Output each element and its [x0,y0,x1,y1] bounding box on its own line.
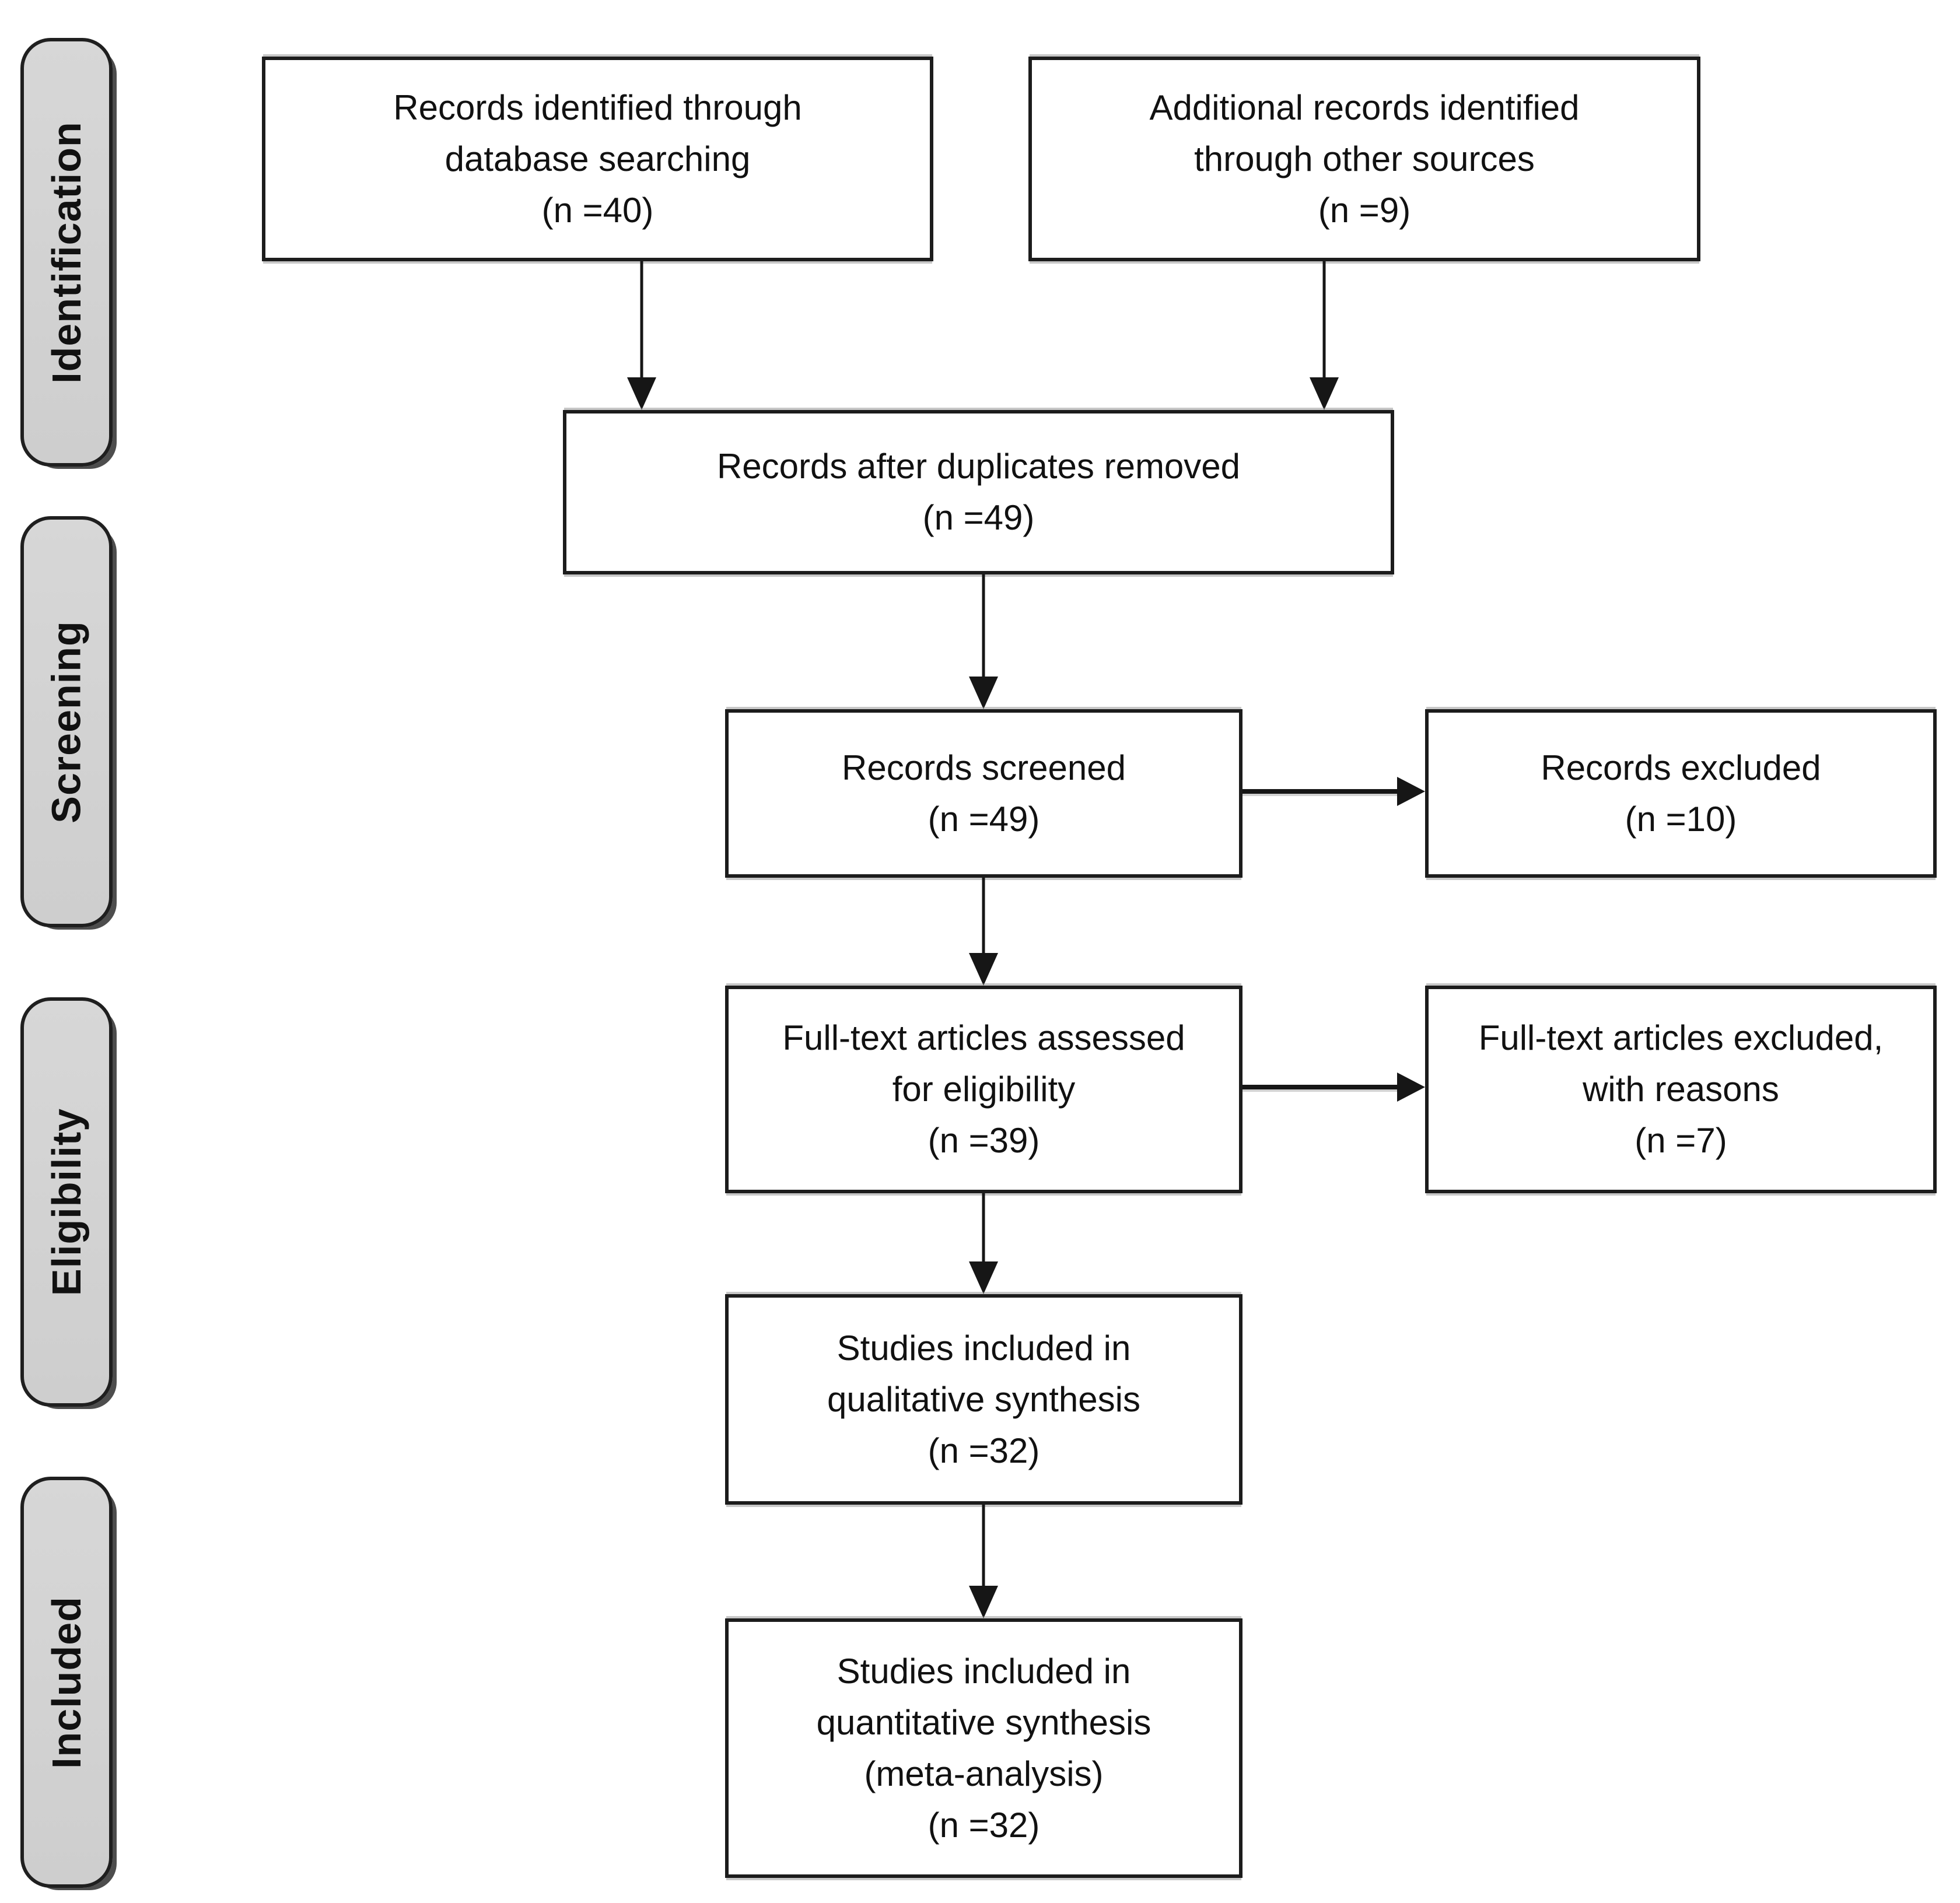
arrow-line [1322,261,1326,381]
node-additional-records: Additional records identified through ot… [1028,57,1700,261]
node-records-excluded: Records excluded (n =10) [1425,709,1937,878]
node-after-duplicates-text: Records after duplicates removed [716,447,1241,486]
arrow-additional-records-to-after-duplicates [1309,261,1339,410]
node-records-excluded-count: (n =10) [1625,799,1737,839]
node-records-identified-text: Records identified through database sear… [393,87,802,178]
arrowhead-down-icon [1310,377,1339,410]
arrow-fulltext-to-qualitative [968,1193,999,1294]
arrow-records-identified-to-after-duplicates [626,261,657,410]
arrow-line [982,574,985,680]
arrow-qualitative-to-quantitative [968,1505,999,1618]
node-fulltext-assessed-count: (n =39) [928,1121,1040,1160]
arrow-line [1242,789,1399,794]
node-records-excluded-text: Records excluded [1541,748,1821,787]
arrowhead-down-icon [969,1586,998,1618]
stage-screening: Screening [20,516,113,927]
stage-identification-label: Identification [44,121,89,384]
arrowhead-down-icon [969,1261,998,1294]
arrow-after-duplicates-to-screened [968,574,999,709]
node-records-identified: Records identified through database sear… [262,57,933,261]
node-after-duplicates-count: (n =49) [922,498,1035,537]
arrow-line [1242,1085,1399,1089]
stage-eligibility: Eligibility [20,997,113,1407]
arrowhead-right-icon [1397,777,1425,806]
stage-identification: Identification [20,38,113,467]
node-records-screened-text: Records screened [842,748,1126,787]
arrow-line [982,1505,985,1589]
arrowhead-down-icon [627,377,656,410]
arrow-fulltext-to-excluded [1242,1072,1425,1102]
node-quantitative-included-text: Studies included in quantitative synthes… [816,1651,1152,1793]
node-additional-records-text: Additional records identified through ot… [1149,87,1580,178]
node-records-screened: Records screened (n =49) [725,709,1242,878]
node-additional-records-count: (n =9) [1318,190,1411,230]
node-fulltext-excluded-count: (n =7) [1634,1121,1727,1160]
stage-included: Included [20,1477,113,1888]
node-qualitative-included-count: (n =32) [928,1431,1040,1470]
arrowhead-right-icon [1397,1073,1425,1102]
node-fulltext-assessed: Full-text articles assessed for eligibil… [725,986,1242,1193]
node-quantitative-included: Studies included in quantitative synthes… [725,1618,1242,1878]
stage-screening-label: Screening [44,620,90,823]
arrowhead-down-icon [969,677,998,709]
stage-included-label: Included [44,1596,90,1769]
node-after-duplicates: Records after duplicates removed (n =49) [563,410,1394,574]
node-records-identified-count: (n =40) [541,190,654,230]
node-qualitative-included-text: Studies included in qualitative synthesi… [827,1328,1140,1419]
arrow-line [640,261,643,381]
node-fulltext-assessed-text: Full-text articles assessed for eligibil… [782,1018,1185,1109]
node-qualitative-included: Studies included in qualitative synthesi… [725,1294,1242,1505]
node-fulltext-excluded-text: Full-text articles excluded, with reason… [1478,1018,1884,1109]
stage-eligibility-label: Eligibility [44,1108,90,1296]
node-records-screened-count: (n =49) [928,799,1040,839]
arrow-screened-to-excluded [1242,776,1425,807]
arrow-line [982,878,985,956]
arrowhead-down-icon [969,953,998,986]
node-quantitative-included-count: (n =32) [928,1805,1040,1845]
node-fulltext-excluded: Full-text articles excluded, with reason… [1425,986,1937,1193]
arrow-screened-to-fulltext [968,878,999,986]
arrow-line [982,1193,985,1265]
